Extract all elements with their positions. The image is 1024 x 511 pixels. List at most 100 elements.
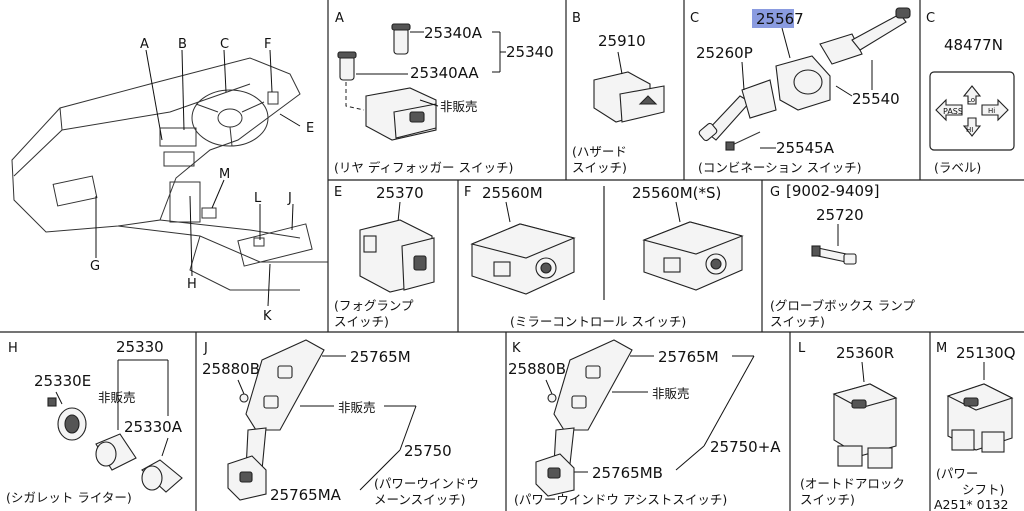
- panel-k-power-window-assist-switch: K 25880B 25765M 非販売 25750+A 25765MB (パワー…: [508, 339, 781, 507]
- panel-letter: C: [926, 11, 935, 26]
- panel-caption-line1: (パワー: [936, 466, 978, 481]
- part-drawing-left: [470, 223, 576, 295]
- panel-caption-line2: シフト): [962, 482, 1004, 497]
- not-sold-note: 非販売: [440, 99, 478, 114]
- panel-caption: (リヤ ディフォッガー スイッチ): [334, 160, 513, 175]
- panel-h-cigarette-lighter: H 25330 25330E 非販売 25330A (シガレット ライター): [6, 338, 183, 505]
- panel-letter: A: [335, 11, 344, 26]
- leaders: [741, 27, 873, 149]
- part-drawing: [593, 71, 665, 123]
- panel-a-rear-defogger-switch: A 25340A 25340 25340AA 非販売 (リヤ ディフォッガー ス…: [334, 11, 554, 175]
- drawing-code: A251* 0132: [934, 497, 1008, 511]
- panel-letter: F: [464, 185, 471, 200]
- panel-caption: (コンビネーション スイッチ): [698, 160, 861, 175]
- part-number: 25330E: [34, 372, 91, 390]
- label-mark-hi: Hi: [988, 107, 995, 115]
- part-number: 25750: [404, 442, 452, 460]
- panel-g-glove-box-lamp-switch: G [9002-9409] 25720 (グローブボックス ランプ スイッチ): [770, 182, 915, 329]
- panel-f-mirror-control-switch: F 25560M 25560M(*S) (ミラーコントロール スイッチ): [464, 184, 744, 329]
- overview-label-f: F: [264, 37, 271, 52]
- overview-label-j: J: [287, 191, 292, 206]
- part-drawing: [811, 245, 857, 265]
- label-plate: [929, 71, 1015, 151]
- not-sold-note: 非販売: [338, 400, 376, 415]
- overview-label-k: K: [263, 309, 272, 324]
- panel-e-fog-lamp-switch: E 25370 (フォグランプ スイッチ): [334, 184, 435, 329]
- panel-l-auto-door-lock-switch: L 25360R (オートドアロック スイッチ): [798, 341, 905, 507]
- part-number: 25765MA: [270, 486, 342, 504]
- arrow-down-icon: [962, 117, 982, 137]
- overview-label-a: A: [140, 37, 149, 52]
- part-drawing: [227, 339, 325, 501]
- panel-letter: B: [572, 11, 581, 26]
- leaders: [356, 31, 506, 107]
- leaders: [55, 359, 169, 457]
- overview-leaders: [95, 49, 301, 307]
- panel-caption-line1: (ハザード: [572, 144, 627, 159]
- part-number: 25340: [506, 43, 554, 61]
- part-number: 25910: [598, 32, 646, 50]
- arrow-left-icon: [935, 98, 963, 122]
- part-drawing: [535, 339, 633, 497]
- part-number: 48477N: [944, 36, 1003, 54]
- panel-caption: (ラベル): [934, 160, 981, 175]
- part-number: 25765M: [350, 348, 411, 366]
- part-number: 25750+A: [710, 438, 781, 456]
- arrow-up-icon: [962, 85, 982, 105]
- overview-label-g: G: [90, 259, 100, 274]
- leaders: [505, 201, 681, 223]
- panel-caption-line1: (フォグランプ: [334, 298, 414, 313]
- panel-caption-line1: (オートドアロック: [800, 476, 905, 491]
- part-number: 25765M: [658, 348, 719, 366]
- part-number: 25765MB: [592, 464, 663, 482]
- part-number: 25340A: [424, 24, 483, 42]
- panel-b-hazard-switch: B 25910 (ハザード スイッチ): [572, 11, 665, 175]
- panel-m-power-shift: M 25130Q (パワー シフト) A251* 0132: [934, 341, 1016, 511]
- part-number: 25720: [816, 206, 864, 224]
- part-number: 25880B: [508, 360, 566, 378]
- part-number: 25360R: [836, 344, 894, 362]
- part-number: 25545A: [776, 139, 835, 157]
- leaders: [545, 355, 755, 473]
- overview-label-c: C: [220, 37, 229, 52]
- part-drawing: [698, 7, 911, 151]
- label-mark-pass: PASS: [943, 107, 963, 116]
- panel-letter: M: [936, 341, 947, 356]
- part-drawing: [47, 397, 183, 493]
- panel-letter: G: [770, 185, 780, 200]
- panel-caption: (シガレット ライター): [6, 490, 132, 505]
- panel-j-power-window-main-switch: J 25880B 25765M 非販売 25750 25765MA (パワーウイ…: [202, 339, 479, 507]
- label-mark-lo: Lo: [967, 96, 975, 104]
- overview-label-e: E: [306, 121, 314, 136]
- part-number: 25330A: [124, 418, 183, 436]
- panel-caption-line2: スイッチ): [800, 492, 855, 507]
- panel-caption: (ミラーコントロール スイッチ): [510, 314, 686, 329]
- part-number: 25560M(*S): [632, 184, 721, 202]
- part-number: 25880B: [202, 360, 260, 378]
- date-range: [9002-9409]: [786, 182, 879, 200]
- part-number: 25330: [116, 338, 164, 356]
- part-number: 25130Q: [956, 344, 1016, 362]
- panel-caption-line2: スイッチ): [572, 160, 627, 175]
- part-number-highlighted: 25567: [756, 10, 804, 28]
- overview-label-l: L: [254, 191, 262, 206]
- panel-letter: H: [8, 341, 18, 356]
- panel-c-label: C 48477N PASS Lo Hi HI (ラベル): [926, 11, 1015, 175]
- part-number: 25260P: [696, 44, 753, 62]
- part-drawing: [946, 383, 1014, 453]
- arrow-right-icon: [981, 98, 1009, 122]
- panel-caption: (パワーウインドウ アシストスイッチ): [514, 492, 727, 507]
- panel-caption-line2: スイッチ): [334, 314, 389, 329]
- not-sold-note: 非販売: [98, 390, 136, 405]
- panel-letter: J: [203, 341, 208, 356]
- part-drawing: [337, 23, 437, 141]
- panel-c-combination-switch: C 25567 25260P 25540 25545A (コンビネーション スイ…: [690, 7, 911, 175]
- dashboard-sketch: [11, 57, 328, 291]
- part-drawing: [832, 383, 898, 469]
- overview-label-h: H: [187, 277, 197, 292]
- part-number: 25340AA: [410, 64, 479, 82]
- leaders: [237, 355, 417, 495]
- panel-caption-line1: (パワーウインドウ: [374, 476, 479, 491]
